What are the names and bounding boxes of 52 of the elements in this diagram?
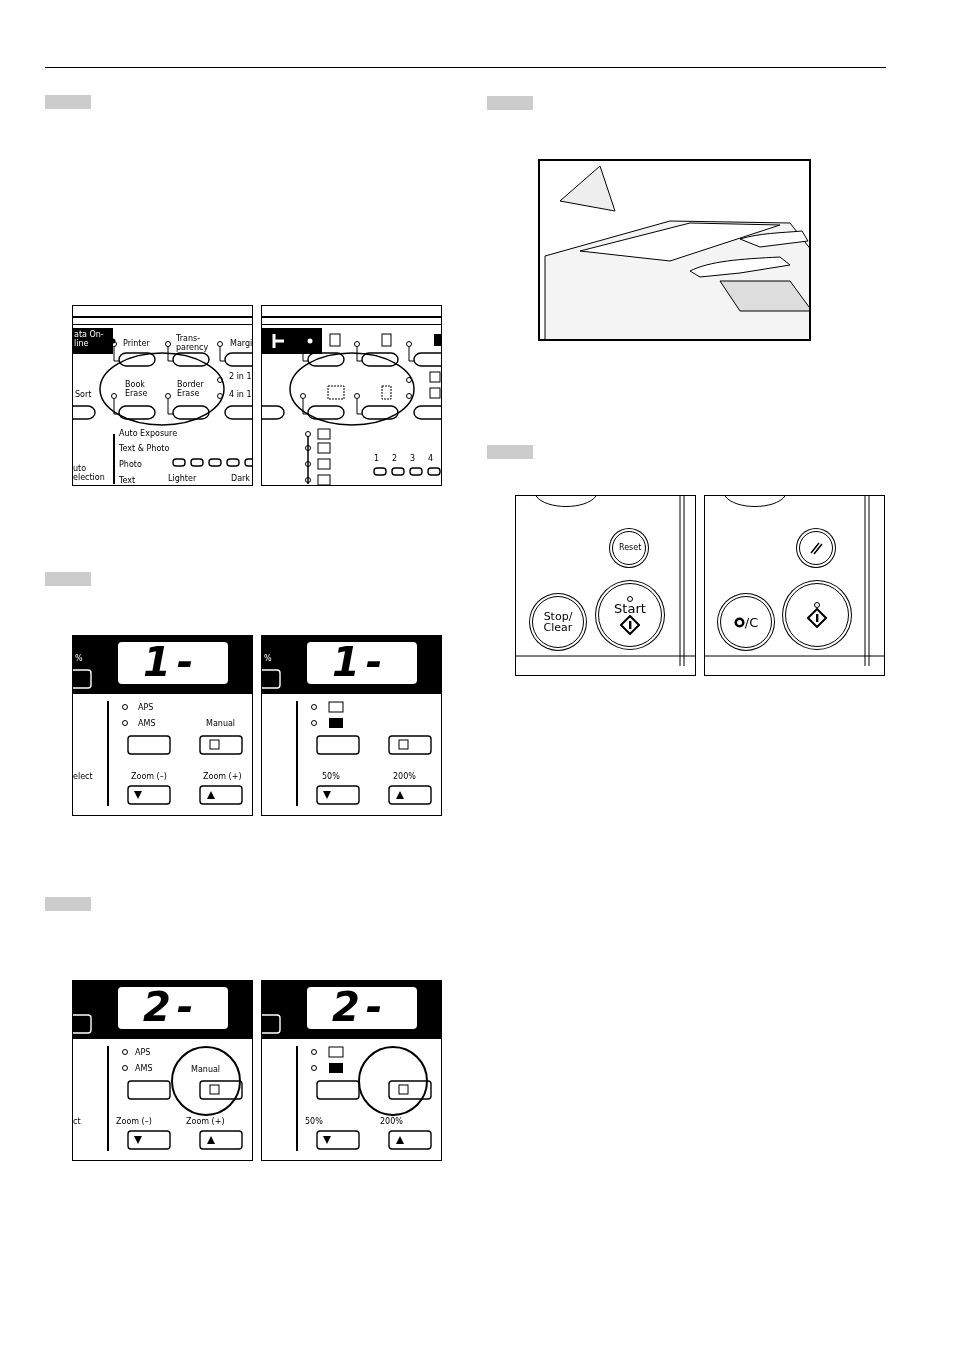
key-label: Start xyxy=(613,601,647,615)
panel-label: Text & Photo xyxy=(119,444,170,453)
panel-label: 2 xyxy=(392,454,398,463)
panel-label: uto election xyxy=(73,464,103,482)
key-label: Stop/ Clear xyxy=(542,611,574,633)
panel-label: 200% xyxy=(380,1117,403,1126)
panel-label: Sort xyxy=(75,390,92,399)
panel-label: 2 in 1 xyxy=(229,372,252,381)
panel-label: Manual xyxy=(191,1065,221,1074)
panel-label: Border Erase xyxy=(177,380,205,398)
round-key xyxy=(720,596,772,648)
display-readout: 2- xyxy=(332,987,389,1027)
round-key xyxy=(785,583,849,647)
panel-label: 1 xyxy=(374,454,380,463)
panel-label: APS xyxy=(135,1048,151,1057)
panel-label: Printer xyxy=(123,339,150,348)
panel-label: Zoom (+) xyxy=(186,1117,225,1126)
panel-label: 50% xyxy=(305,1117,323,1126)
key-label: Reset xyxy=(619,544,639,552)
panel-label: AMS xyxy=(135,1064,153,1073)
panel-label: ct xyxy=(73,1117,81,1126)
key-label: /C xyxy=(744,615,759,629)
panel-label: % xyxy=(75,654,83,663)
panel-label: Zoom (–) xyxy=(116,1117,152,1126)
panel-label: Photo xyxy=(119,460,142,469)
panel-label: Manual xyxy=(206,719,236,728)
round-key xyxy=(598,583,662,647)
panel-label: 3 xyxy=(410,454,416,463)
panel-label: ata On-line xyxy=(74,330,105,348)
panel-label: 4 xyxy=(428,454,434,463)
panel-label: Auto Exposure xyxy=(119,429,178,438)
panel-label: Zoom (+) xyxy=(203,772,242,781)
display-readout: 1- xyxy=(332,642,389,682)
panel-label: Margi xyxy=(230,339,252,348)
panel-label: Text xyxy=(119,476,136,485)
panel-label: AMS xyxy=(138,719,156,728)
display-readout: 2- xyxy=(143,987,200,1027)
panel-label: % xyxy=(264,654,272,663)
round-key xyxy=(532,596,584,648)
display-readout: 1- xyxy=(143,642,200,682)
panel-label: 200% xyxy=(393,772,416,781)
panel-label: 4 in 1 xyxy=(229,390,252,399)
panel-label: Trans- parency xyxy=(176,334,210,352)
panel-label: Zoom (–) xyxy=(131,772,167,781)
panel-label: elect xyxy=(73,772,93,781)
round-key xyxy=(612,531,646,565)
panel-label: Lighter xyxy=(168,474,197,483)
panel-label: APS xyxy=(138,703,154,712)
panel-label: Book Erase xyxy=(125,380,149,398)
round-key xyxy=(799,531,833,565)
panel-label: 50% xyxy=(322,772,340,781)
panel-label: Dark xyxy=(231,474,250,483)
